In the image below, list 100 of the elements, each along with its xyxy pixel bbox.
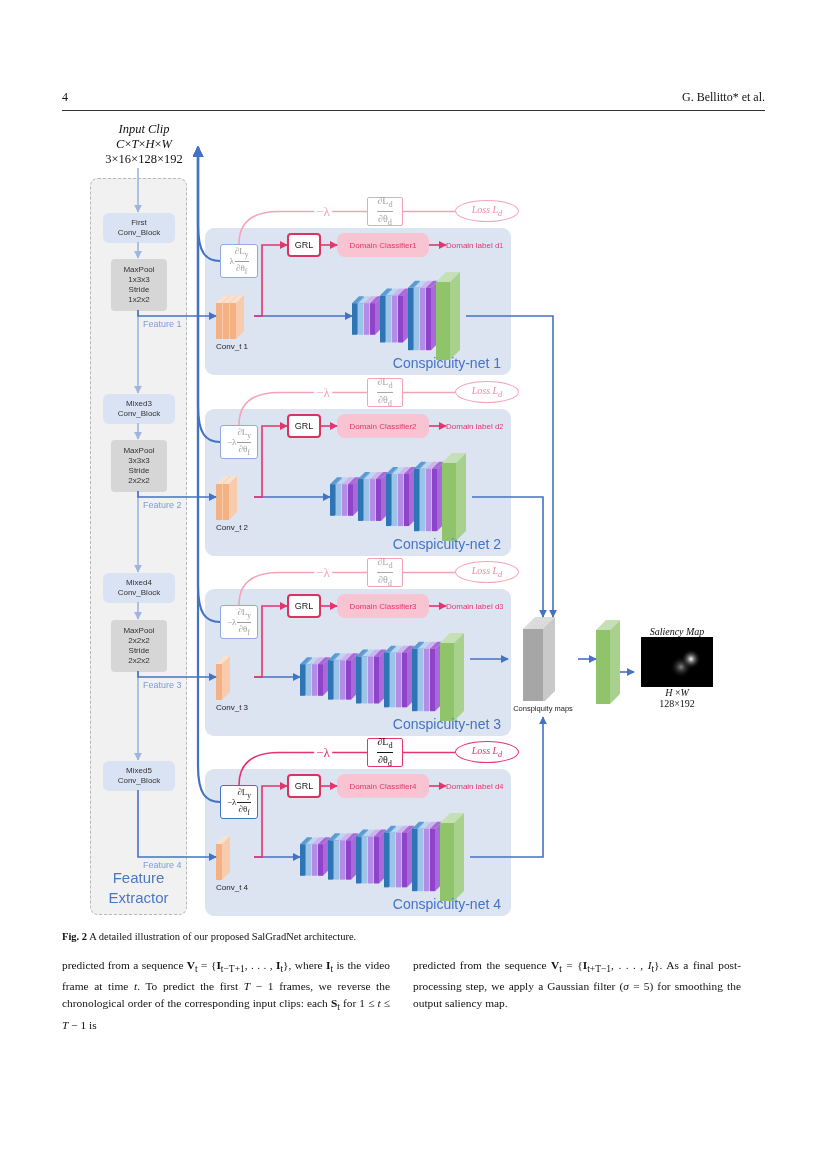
arrow bbox=[192, 145, 221, 804]
arrow bbox=[469, 655, 509, 663]
maxpool-block bbox=[111, 440, 167, 492]
formula-text: ∂θ$_{d}$ bbox=[378, 574, 392, 589]
loss-ellipse bbox=[455, 741, 519, 763]
arrow bbox=[320, 782, 338, 790]
block-label: Stride 2x2x2 bbox=[127, 646, 151, 666]
formula-text: ∂θ$_{f}$ bbox=[236, 262, 248, 277]
arrow bbox=[320, 422, 338, 430]
arrow bbox=[134, 167, 142, 213]
gradient-box bbox=[220, 425, 258, 459]
running-head: G. Bellitto* et al. bbox=[682, 90, 765, 105]
formula-text: ∂L$_{d}$ bbox=[377, 556, 393, 571]
maxpool-block bbox=[111, 620, 167, 672]
grl-box: GRL bbox=[287, 233, 321, 257]
output-size: H ×W bbox=[665, 687, 689, 698]
loss-label: Loss L$_{d}$ bbox=[471, 204, 503, 218]
formula-text: −λ bbox=[226, 617, 237, 627]
formula-text: ∂L$_{d}$ bbox=[377, 376, 393, 391]
formula-text: ∂L$_{d}$ bbox=[377, 195, 393, 210]
layer-label: Conv_t 1 bbox=[216, 341, 249, 352]
page-number: 4 bbox=[62, 90, 68, 105]
arrow bbox=[137, 309, 217, 320]
edge-label: Feature 1 bbox=[143, 319, 182, 329]
gradient-box bbox=[367, 558, 403, 587]
formula-text: ∂L$_{y}$ bbox=[237, 606, 252, 621]
arrow bbox=[428, 241, 447, 249]
arrow bbox=[253, 602, 288, 678]
gradient-box bbox=[367, 197, 403, 226]
gradient-box bbox=[220, 244, 258, 278]
loss-label: Loss L$_{d}$ bbox=[471, 565, 503, 579]
network-panel bbox=[205, 228, 511, 375]
arrow bbox=[428, 422, 447, 430]
input-label: Input Clip bbox=[118, 121, 170, 137]
formula-text: ∂θ$_{f}$ bbox=[238, 623, 250, 638]
block-label: Mixed4 Conv_Block bbox=[116, 578, 162, 598]
block-label: MaxPool 3x3x3 bbox=[122, 446, 156, 466]
loss-label: Loss L$_{d}$ bbox=[471, 745, 503, 759]
figure-caption: Fig. 2 A detailed illustration of our proposed SalGradNet architecture. bbox=[62, 931, 358, 942]
classifier-box: Domain Classifier4 bbox=[337, 774, 429, 798]
block-label: First Conv_Block bbox=[116, 218, 162, 238]
gradient-box bbox=[220, 785, 258, 819]
layer-slab-drawing bbox=[596, 620, 620, 704]
gradient-box bbox=[367, 738, 403, 767]
block-label: Mixed5 Conv_Block bbox=[116, 766, 162, 786]
panel-title: Feature Extractor bbox=[107, 868, 170, 908]
body-paragraph: predicted from the sequence V$_{t}$ = {I$_{t+T−1}$, . . . , I$_{t}$}. As a final post-processing step, we apply a Gaussian filter (σ = 5) for smoothing the output saliency map. bbox=[413, 958, 741, 1012]
formula-text: ∂θ$_{d}$ bbox=[378, 394, 392, 409]
classifier-box: Domain Classifier1 bbox=[337, 233, 429, 257]
block-label: MaxPool 2x2x2 bbox=[122, 626, 156, 646]
edge-label: Feature 4 bbox=[143, 860, 182, 870]
classifier-box: Domain Classifier3 bbox=[337, 594, 429, 618]
input-label: C×T×H×W bbox=[116, 136, 172, 152]
formula-text: −λ bbox=[226, 437, 237, 447]
formula-text: ∂θ$_{f}$ bbox=[238, 803, 250, 818]
arrow bbox=[320, 241, 338, 249]
block-label: Stride 2x2x2 bbox=[127, 466, 151, 486]
formula-text: ∂L$_{y}$ bbox=[237, 786, 252, 801]
loss-ellipse bbox=[455, 561, 519, 583]
network-panel bbox=[205, 409, 511, 556]
arrow bbox=[137, 789, 217, 861]
arrow bbox=[577, 655, 597, 663]
output-size: 128×192 bbox=[659, 698, 695, 709]
formula-text: ∂θ$_{f}$ bbox=[238, 443, 250, 458]
arrow bbox=[253, 241, 288, 317]
arrow bbox=[253, 422, 288, 498]
panel-title: Conspicuity-net 1 bbox=[392, 354, 501, 372]
gradient-box bbox=[367, 378, 403, 407]
layer-label: Conv_t 4 bbox=[216, 882, 249, 893]
conv-block bbox=[103, 573, 175, 603]
body-paragraph: predicted from a sequence V$_{t}$ = {I$_{t−T+1}$, . . . , I$_{t}$}, where I$_{t}$ is the video frame at time t. To predict the first T − 1 frames, we reverse the chronological order of the corresponding input clips: each S$_{t}$ for 1 ≤ t ≤ T − 1 is bbox=[62, 958, 390, 1033]
grl-box: GRL bbox=[287, 774, 321, 798]
classifier-box: Domain Classifier2 bbox=[337, 414, 429, 438]
formula-text: ∂L$_{y}$ bbox=[237, 426, 252, 441]
network-panel bbox=[205, 589, 511, 736]
loss-label: Loss L$_{d}$ bbox=[471, 385, 503, 399]
conv-block bbox=[103, 213, 175, 243]
panel-title: Conspicuity-net 4 bbox=[392, 895, 501, 913]
layer-label: Conv_t 2 bbox=[216, 522, 249, 533]
grl-box: GRL bbox=[287, 414, 321, 438]
extractor-panel bbox=[90, 178, 187, 915]
block-label: Stride 1x2x2 bbox=[127, 285, 151, 305]
formula-text: λ bbox=[229, 256, 234, 266]
arrow bbox=[134, 422, 142, 440]
maxpool-block bbox=[111, 259, 167, 311]
formula-text: ∂θ$_{d}$ bbox=[378, 213, 392, 228]
edge-label: Feature 3 bbox=[143, 680, 182, 690]
input-label: 3×16×128×192 bbox=[105, 151, 183, 167]
loss-ellipse bbox=[455, 200, 519, 222]
layer-label: Conv_t 3 bbox=[216, 702, 249, 713]
grl-box: GRL bbox=[287, 594, 321, 618]
panel-title: Conspicuity-net 2 bbox=[392, 535, 501, 553]
network-panel bbox=[205, 769, 511, 916]
panel-title: Conspicuity-net 3 bbox=[392, 715, 501, 733]
edge-label: Feature 2 bbox=[143, 500, 182, 510]
block-label: Mixed3 Conv_Block bbox=[116, 399, 162, 419]
arrow bbox=[137, 670, 217, 681]
formula-text: ∂L$_{d}$ bbox=[377, 736, 393, 751]
gradient-box bbox=[220, 605, 258, 639]
arrow bbox=[619, 668, 635, 676]
